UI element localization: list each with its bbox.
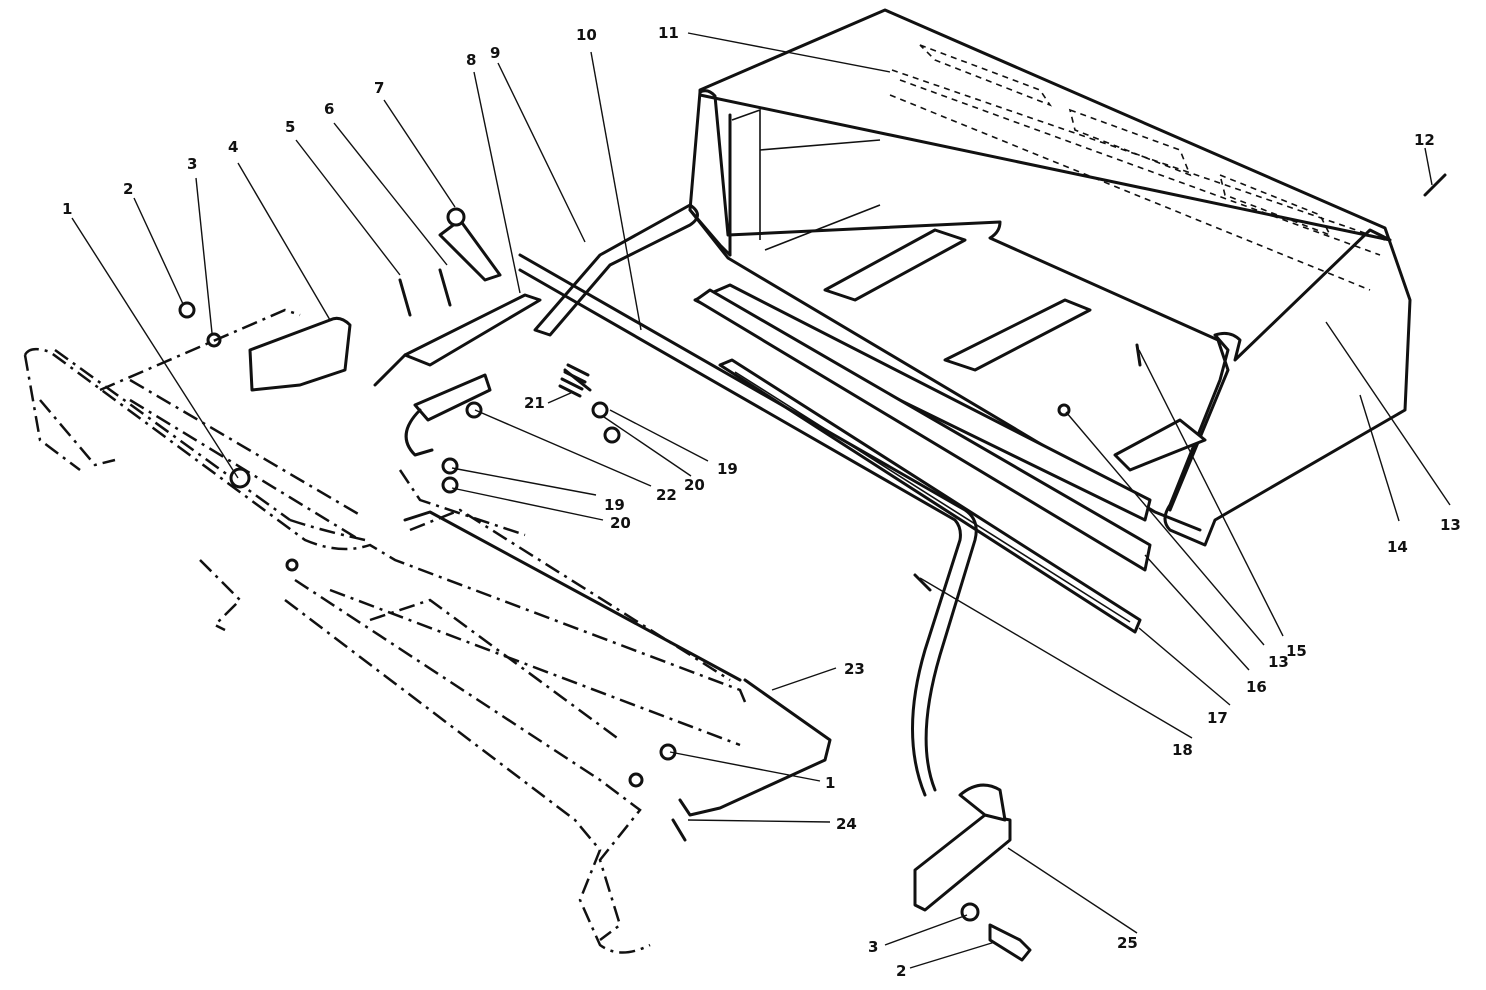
callout-17: 17 <box>1207 709 1228 727</box>
handle-rod <box>533 203 699 337</box>
callout-9: 9 <box>490 44 500 62</box>
callout-2-lower: 2 <box>896 962 906 980</box>
mower-handle-phantom <box>23 308 747 954</box>
leader-lines <box>71 32 1451 969</box>
callout-13-upper: 13 <box>1440 516 1461 534</box>
callout-19-right: 19 <box>717 460 738 478</box>
callout-16: 16 <box>1246 678 1267 696</box>
lever-bracket-assembly <box>178 207 621 494</box>
callout-2: 2 <box>123 180 133 198</box>
callout-labels: 1 2 3 4 5 6 7 8 9 10 11 12 13 14 13 15 1… <box>62 24 1461 980</box>
grass-catcher-hopper <box>688 8 1412 547</box>
callout-11: 11 <box>658 24 679 42</box>
callout-10: 10 <box>576 26 597 44</box>
frame-rod <box>518 253 978 797</box>
callout-18: 18 <box>1172 741 1193 759</box>
callout-1: 1 <box>62 200 72 218</box>
lower-bar <box>718 358 1142 634</box>
callout-23: 23 <box>844 660 865 678</box>
callout-20-left: 20 <box>610 514 631 532</box>
callout-15: 15 <box>1286 642 1307 660</box>
callout-8: 8 <box>466 51 476 69</box>
callout-4: 4 <box>228 138 238 156</box>
rear-plate <box>694 288 1152 572</box>
callout-3-lower: 3 <box>868 938 878 956</box>
callout-6: 6 <box>324 100 334 118</box>
callout-1-lower: 1 <box>825 774 835 792</box>
callout-25: 25 <box>1117 934 1138 952</box>
callout-22: 22 <box>656 486 677 504</box>
callout-12: 12 <box>1414 131 1435 149</box>
side-bracket <box>913 783 1032 962</box>
callout-14: 14 <box>1387 538 1408 556</box>
callout-21: 21 <box>524 394 545 412</box>
callout-5: 5 <box>285 118 295 136</box>
deck-plate <box>403 510 832 817</box>
callout-13-lower: 13 <box>1268 653 1289 671</box>
callout-19-left: 19 <box>604 496 625 514</box>
callout-20-right: 20 <box>684 476 705 494</box>
callout-7: 7 <box>374 79 384 97</box>
callout-3: 3 <box>187 155 197 173</box>
callout-24: 24 <box>836 815 857 833</box>
